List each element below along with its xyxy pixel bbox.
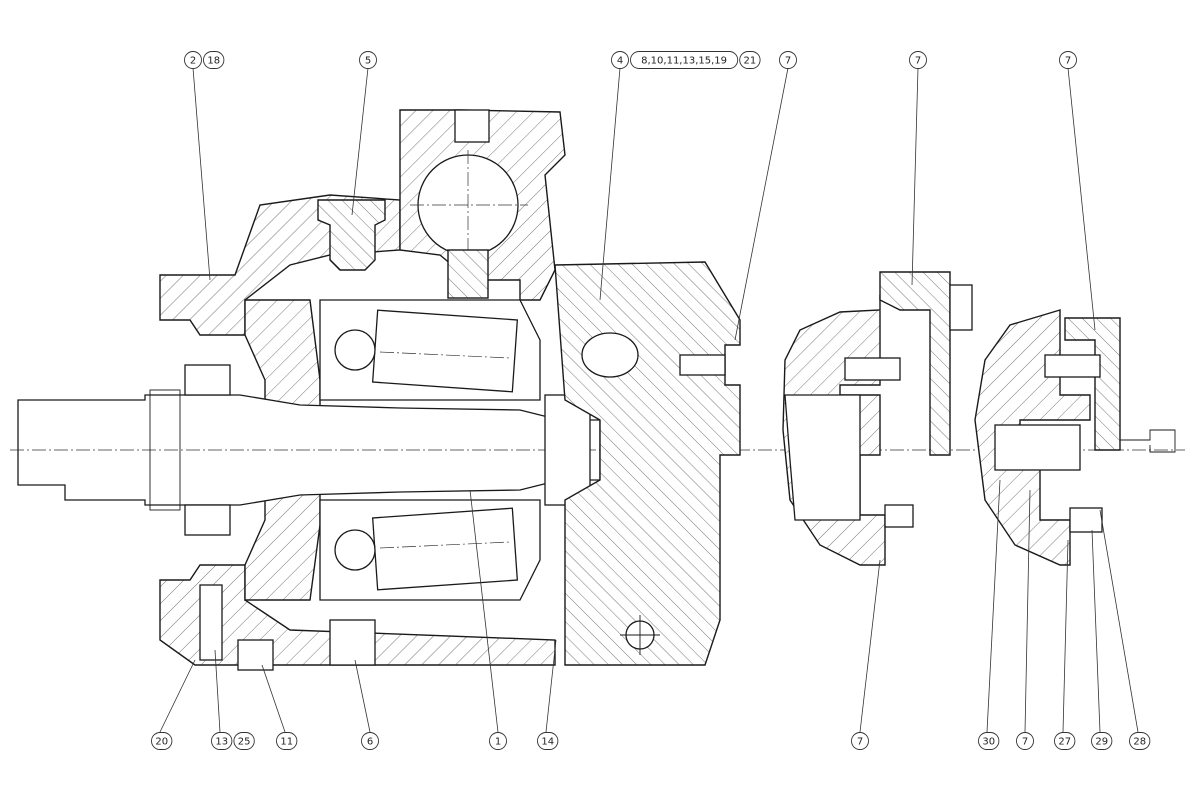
lower-screw <box>199 584 223 661</box>
detail-a-core <box>784 394 861 521</box>
callout-c-30-0: 30 <box>978 732 1000 750</box>
callout-bubble <box>1129 732 1151 750</box>
piston-ball-lower <box>334 529 376 571</box>
callout-label: 13 <box>215 737 228 748</box>
kidney-port <box>581 332 639 378</box>
callout-label: 7 <box>857 737 863 748</box>
callout-label: 7 <box>1022 737 1028 748</box>
callout-label: 29 <box>1095 737 1108 748</box>
callout-label: 18 <box>207 56 220 67</box>
valve-plug <box>447 249 489 299</box>
end-screw <box>679 354 726 376</box>
callout-label: 14 <box>541 737 554 748</box>
callout-bubble <box>1016 732 1034 750</box>
callout-c-2-18-0: 2 <box>184 51 202 69</box>
callout-c-27-0: 27 <box>1054 732 1076 750</box>
callout-c-7e-0: 7 <box>1016 732 1034 750</box>
callout-c-29-0: 29 <box>1091 732 1113 750</box>
shaft-seal <box>149 389 181 511</box>
callout-label: 20 <box>155 737 168 748</box>
callout-bubble <box>151 732 173 750</box>
callout-c-11-0: 11 <box>276 732 298 750</box>
callout-label: 25 <box>238 737 251 748</box>
callout-bubble <box>203 51 225 69</box>
front-bearing-upper <box>184 364 231 396</box>
leader-lines <box>159 67 1139 733</box>
callout-bubble <box>359 51 377 69</box>
callout-label: 28 <box>1133 737 1146 748</box>
callout-bubble <box>1091 732 1113 750</box>
front-bearing-lower <box>184 504 231 536</box>
callout-bubble <box>909 51 927 69</box>
callout-label: 30 <box>982 737 995 748</box>
drain-plug <box>329 619 376 666</box>
callout-c-4-21-0: 4 <box>611 51 629 69</box>
lower-fitting <box>237 639 274 671</box>
detail-b-flange <box>1064 317 1121 451</box>
detail-b-bolt-top <box>1044 354 1101 378</box>
callout-bubble <box>978 732 1000 750</box>
callout-c-7a-0: 7 <box>779 51 797 69</box>
callout-c-1-0: 1 <box>489 732 507 750</box>
rear-bearing <box>544 394 591 506</box>
callout-label: 4 <box>617 56 623 67</box>
callout-c-7b-0: 7 <box>909 51 927 69</box>
callout-c-5-0: 5 <box>359 51 377 69</box>
callout-bubble <box>739 51 761 69</box>
callout-c-2-18-1: 18 <box>203 51 225 69</box>
detail-a-bolt-top <box>949 284 973 331</box>
piston-ball-upper <box>334 329 376 371</box>
callout-bubble <box>779 51 797 69</box>
callout-c-4-21-1: 8,10,11,13,15,19 <box>630 51 739 69</box>
callout-bubble <box>489 732 507 750</box>
detail-a-bolt-mid <box>844 357 901 381</box>
callout-c-7c-0: 7 <box>1059 51 1077 69</box>
callout-label: 7 <box>785 56 791 67</box>
callout-c-28-0: 28 <box>1129 732 1151 750</box>
callout-bubble <box>851 732 869 750</box>
callout-c-6-0: 6 <box>361 732 379 750</box>
callout-label: 7 <box>915 56 921 67</box>
callout-c-7d-0: 7 <box>851 732 869 750</box>
callout-bubbles: 2 18 5 4 8,10,11,13,15,19 21 7 7 7 20 13 25 11 6 1 14 7 3… <box>151 51 1151 750</box>
callout-label: 7 <box>1065 56 1071 67</box>
callout-c-13-25-0: 13 <box>211 732 233 750</box>
callout-bubble <box>1054 732 1076 750</box>
detail-b-pin <box>1120 429 1176 453</box>
callout-label: 6 <box>367 737 373 748</box>
callout-bubble <box>630 51 739 69</box>
callout-bubble <box>1059 51 1077 69</box>
callout-label: 2 <box>190 56 196 67</box>
callout-label: 8,10,11,13,15,19 <box>641 56 727 67</box>
detail-b-bolt-low <box>1069 507 1103 533</box>
detail-b-ring <box>994 424 1081 471</box>
main-pump-section <box>10 109 1185 671</box>
control-cartridge <box>317 199 386 271</box>
piston-upper <box>371 309 519 393</box>
callout-c-4-21-2: 21 <box>739 51 761 69</box>
callout-c-14-0: 14 <box>537 732 559 750</box>
piston-lower <box>371 507 519 591</box>
callout-label: 11 <box>280 737 293 748</box>
callout-label: 5 <box>365 56 371 67</box>
detail-a-bolt-low <box>884 504 914 528</box>
callout-bubble <box>361 732 379 750</box>
callout-label: 27 <box>1058 737 1071 748</box>
callout-c-20-0: 20 <box>151 732 173 750</box>
callout-c-13-25-1: 25 <box>233 732 255 750</box>
callout-label: 21 <box>744 56 757 67</box>
callout-bubble <box>211 732 233 750</box>
callout-bubble <box>276 732 298 750</box>
callout-bubble <box>611 51 629 69</box>
callout-label: 1 <box>495 737 501 748</box>
callout-bubble <box>233 732 255 750</box>
detail-view-b <box>974 309 1176 566</box>
detail-view-a <box>782 271 973 566</box>
callout-bubble <box>537 732 559 750</box>
callout-bubble <box>184 51 202 69</box>
